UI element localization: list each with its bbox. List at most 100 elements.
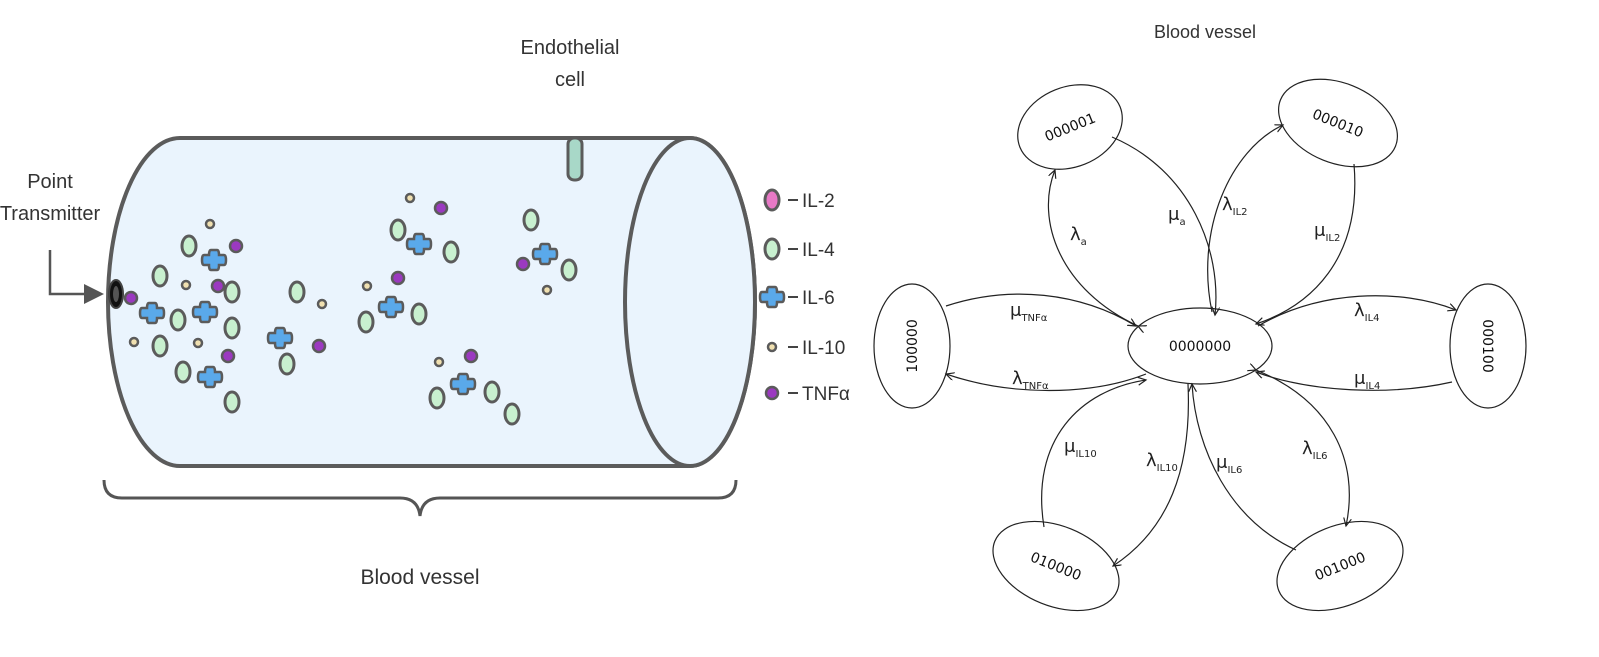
state-diagram-title: Blood vessel	[1154, 22, 1256, 42]
molecule-il2	[223, 316, 241, 340]
legend-swatch	[766, 341, 778, 353]
blood-vessel-end	[623, 136, 757, 468]
molecule-il4	[151, 334, 169, 358]
molecule-il2	[522, 208, 540, 232]
point-transmitter-label-line2: Transmitter	[0, 203, 101, 225]
molecule-tnfa	[210, 278, 226, 294]
molecule-il6	[138, 301, 166, 325]
molecule-il4	[357, 310, 375, 334]
endothelial-cell	[566, 136, 584, 182]
molecule-il10	[541, 284, 553, 296]
legend-item: IL-6	[758, 285, 835, 309]
molecule-il6	[266, 326, 294, 350]
edge-label-lambda-il4: λIL4	[1354, 300, 1380, 324]
left-panel: Point Transmitter Endothelial cell IL-2I…	[0, 37, 850, 589]
legend-label: IL-2	[802, 191, 835, 212]
molecule-il10	[204, 218, 216, 230]
molecule-il4	[174, 360, 192, 384]
molecule-il6	[200, 248, 228, 272]
molecule-il2	[223, 390, 241, 414]
molecule-il2	[223, 280, 241, 304]
edge-mu-il2	[1256, 163, 1356, 324]
molecule-il4	[288, 280, 306, 304]
edge-mu-tnf	[945, 293, 1136, 326]
molecule-il6	[449, 372, 477, 396]
svg-text:000100: 000100	[1479, 319, 1495, 372]
legend-label: IL-10	[802, 338, 845, 359]
molecule-tnfa	[433, 200, 449, 216]
svg-text:100000: 100000	[905, 319, 921, 372]
edge-label-lambda-il6: λIL6	[1302, 438, 1328, 462]
legend-label: IL-4	[802, 240, 835, 261]
molecule-il4	[428, 386, 446, 410]
molecule-tnfa	[220, 348, 236, 364]
molecule-il2	[483, 380, 501, 404]
edge-label-lambda-a: λa	[1070, 224, 1087, 248]
edge-lambda-il10	[1113, 383, 1190, 566]
legend-swatch	[764, 385, 780, 401]
edge-mu-a	[1111, 136, 1216, 315]
edge-label-mu-tnf: μTNFα	[1010, 300, 1048, 324]
edge-mu-il10	[1041, 380, 1146, 528]
state-top-right: 000010	[1277, 78, 1399, 168]
legend-swatch	[763, 237, 781, 261]
molecule-il4	[169, 308, 187, 332]
molecule-il4	[389, 218, 407, 242]
molecule-il6	[191, 300, 219, 324]
legend-swatch	[758, 285, 786, 309]
edge-label-mu-il4: μIL4	[1354, 368, 1380, 392]
edge-label-mu-il6: μIL6	[1216, 452, 1242, 476]
molecule-tnfa	[463, 348, 479, 364]
edge-label-lambda-il2: λIL2	[1222, 194, 1248, 218]
edge-label-lambda-tnf: λTNFα	[1012, 368, 1049, 392]
edge-lambda-tnf	[946, 374, 1147, 392]
endothelial-label-line1: Endothelial	[521, 37, 620, 59]
molecule-tnfa	[311, 338, 327, 354]
legend-item: IL-4	[763, 237, 835, 261]
legend-item: IL-2	[763, 188, 835, 212]
endothelial-label-line2: cell	[555, 69, 585, 91]
molecule-il6	[377, 295, 405, 319]
edge-label-mu-il2: μIL2	[1314, 220, 1340, 244]
molecules	[123, 192, 578, 426]
molecule-il4	[560, 258, 578, 282]
state-left: 100000	[873, 283, 951, 409]
molecule-il6	[196, 365, 224, 389]
molecule-il2	[151, 264, 169, 288]
right-panel: Blood vessel 0000000 000001 000010 10000…	[873, 22, 1527, 612]
edge-lambda-il4	[1257, 295, 1456, 327]
state-bottom-left: 010000	[992, 520, 1120, 612]
molecule-il10	[128, 336, 140, 348]
molecule-il2	[442, 240, 460, 264]
molecule-il10	[404, 192, 416, 204]
molecule-il10	[433, 356, 445, 368]
vessel-label: Blood vessel	[360, 566, 479, 589]
molecule-il6	[405, 232, 433, 256]
molecule-il10	[192, 337, 204, 349]
edge-lambda-il6	[1256, 370, 1349, 526]
transmitter-core	[113, 286, 119, 302]
molecule-il10	[180, 279, 192, 291]
edge-label-mu-il10: μIL10	[1064, 436, 1097, 460]
legend-label: TNFα	[802, 384, 850, 405]
molecule-il2	[278, 352, 296, 376]
legend-label: IL-6	[802, 288, 835, 309]
molecule-tnfa	[515, 256, 531, 272]
molecule-il2	[410, 302, 428, 326]
molecule-tnfa	[390, 270, 406, 286]
edge-label-lambda-il10: λIL10	[1146, 450, 1178, 474]
transmitter-pointer-arrow	[48, 250, 86, 296]
edge-lambda-a	[1047, 170, 1138, 326]
molecule-il10	[361, 280, 373, 292]
svg-text:0000000: 0000000	[1169, 339, 1231, 355]
state-right: 000100	[1449, 283, 1527, 409]
legend-item: TNFα	[764, 384, 850, 405]
molecule-il6	[531, 242, 559, 266]
legend-item: IL-10	[766, 338, 845, 359]
legend-swatch	[763, 188, 781, 212]
state-bottom-right: 001000	[1276, 520, 1404, 612]
molecule-il10	[316, 298, 328, 310]
molecule-tnfa	[123, 290, 139, 306]
